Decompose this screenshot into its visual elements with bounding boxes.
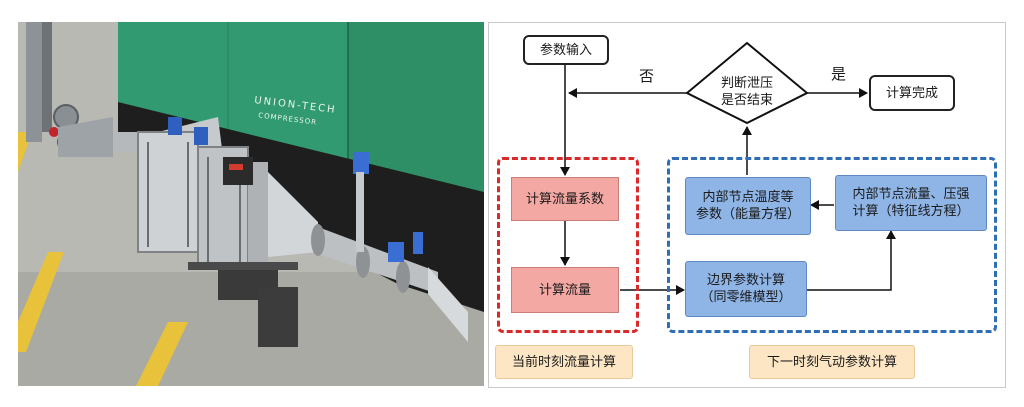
internal-flow-line1: 内部节点流量、压强 [852, 187, 970, 202]
internal-temp-line2: 参数（能量方程） [695, 207, 800, 222]
flowchart-panel: 参数输入 判断泄压 是否结束 否 是 计算完成 计算流量系数 计算流量 内部节点… [488, 22, 1006, 388]
done-box: 计算完成 [869, 75, 955, 111]
arrow-boundary-to-internal-flow [807, 230, 896, 291]
decision-text: 判断泄压 是否结束 [697, 75, 797, 109]
next-step-frame [667, 157, 997, 333]
yes-branch-label: 是 [831, 65, 847, 83]
next-step-tag: 下一时刻气动参数计算 [749, 345, 915, 379]
next-step-tag-label: 下一时刻气动参数计算 [766, 354, 897, 370]
current-step-tag: 当前时刻流量计算 [495, 345, 633, 379]
decision-diamond [685, 41, 809, 125]
internal-temp-line1: 内部节点温度等 [702, 190, 794, 205]
input-box: 参数输入 [523, 35, 609, 65]
calc-flow-label: 计算流量 [538, 282, 591, 298]
calc-coef-label: 计算流量系数 [525, 191, 604, 207]
equipment-photo: UNION-TECH COMPRESSOR [18, 22, 484, 386]
current-step-tag-label: 当前时刻流量计算 [511, 354, 616, 370]
photo-illustration [18, 22, 484, 386]
input-box-label: 参数输入 [539, 42, 592, 58]
flowchart-connectors [560, 41, 896, 295]
internal-flow-box: 内部节点流量、压强 计算（特征线方程） [835, 175, 987, 231]
calc-flow-box: 计算流量 [511, 267, 619, 313]
calc-coef-box: 计算流量系数 [511, 177, 619, 221]
boundary-box: 边界参数计算 （同零维模型） [685, 261, 807, 317]
internal-flow-line2: 计算（特征线方程） [852, 204, 970, 219]
current-step-frame [497, 157, 639, 333]
boundary-line2: （同零维模型） [700, 290, 792, 305]
no-branch-label: 否 [639, 67, 655, 85]
done-box-label: 计算完成 [885, 85, 938, 101]
boundary-line1: 边界参数计算 [706, 273, 785, 288]
decision-text-line2: 是否结束 [720, 93, 773, 108]
internal-temp-box: 内部节点温度等 参数（能量方程） [685, 177, 811, 235]
decision-text-line1: 判断泄压 [720, 76, 773, 91]
